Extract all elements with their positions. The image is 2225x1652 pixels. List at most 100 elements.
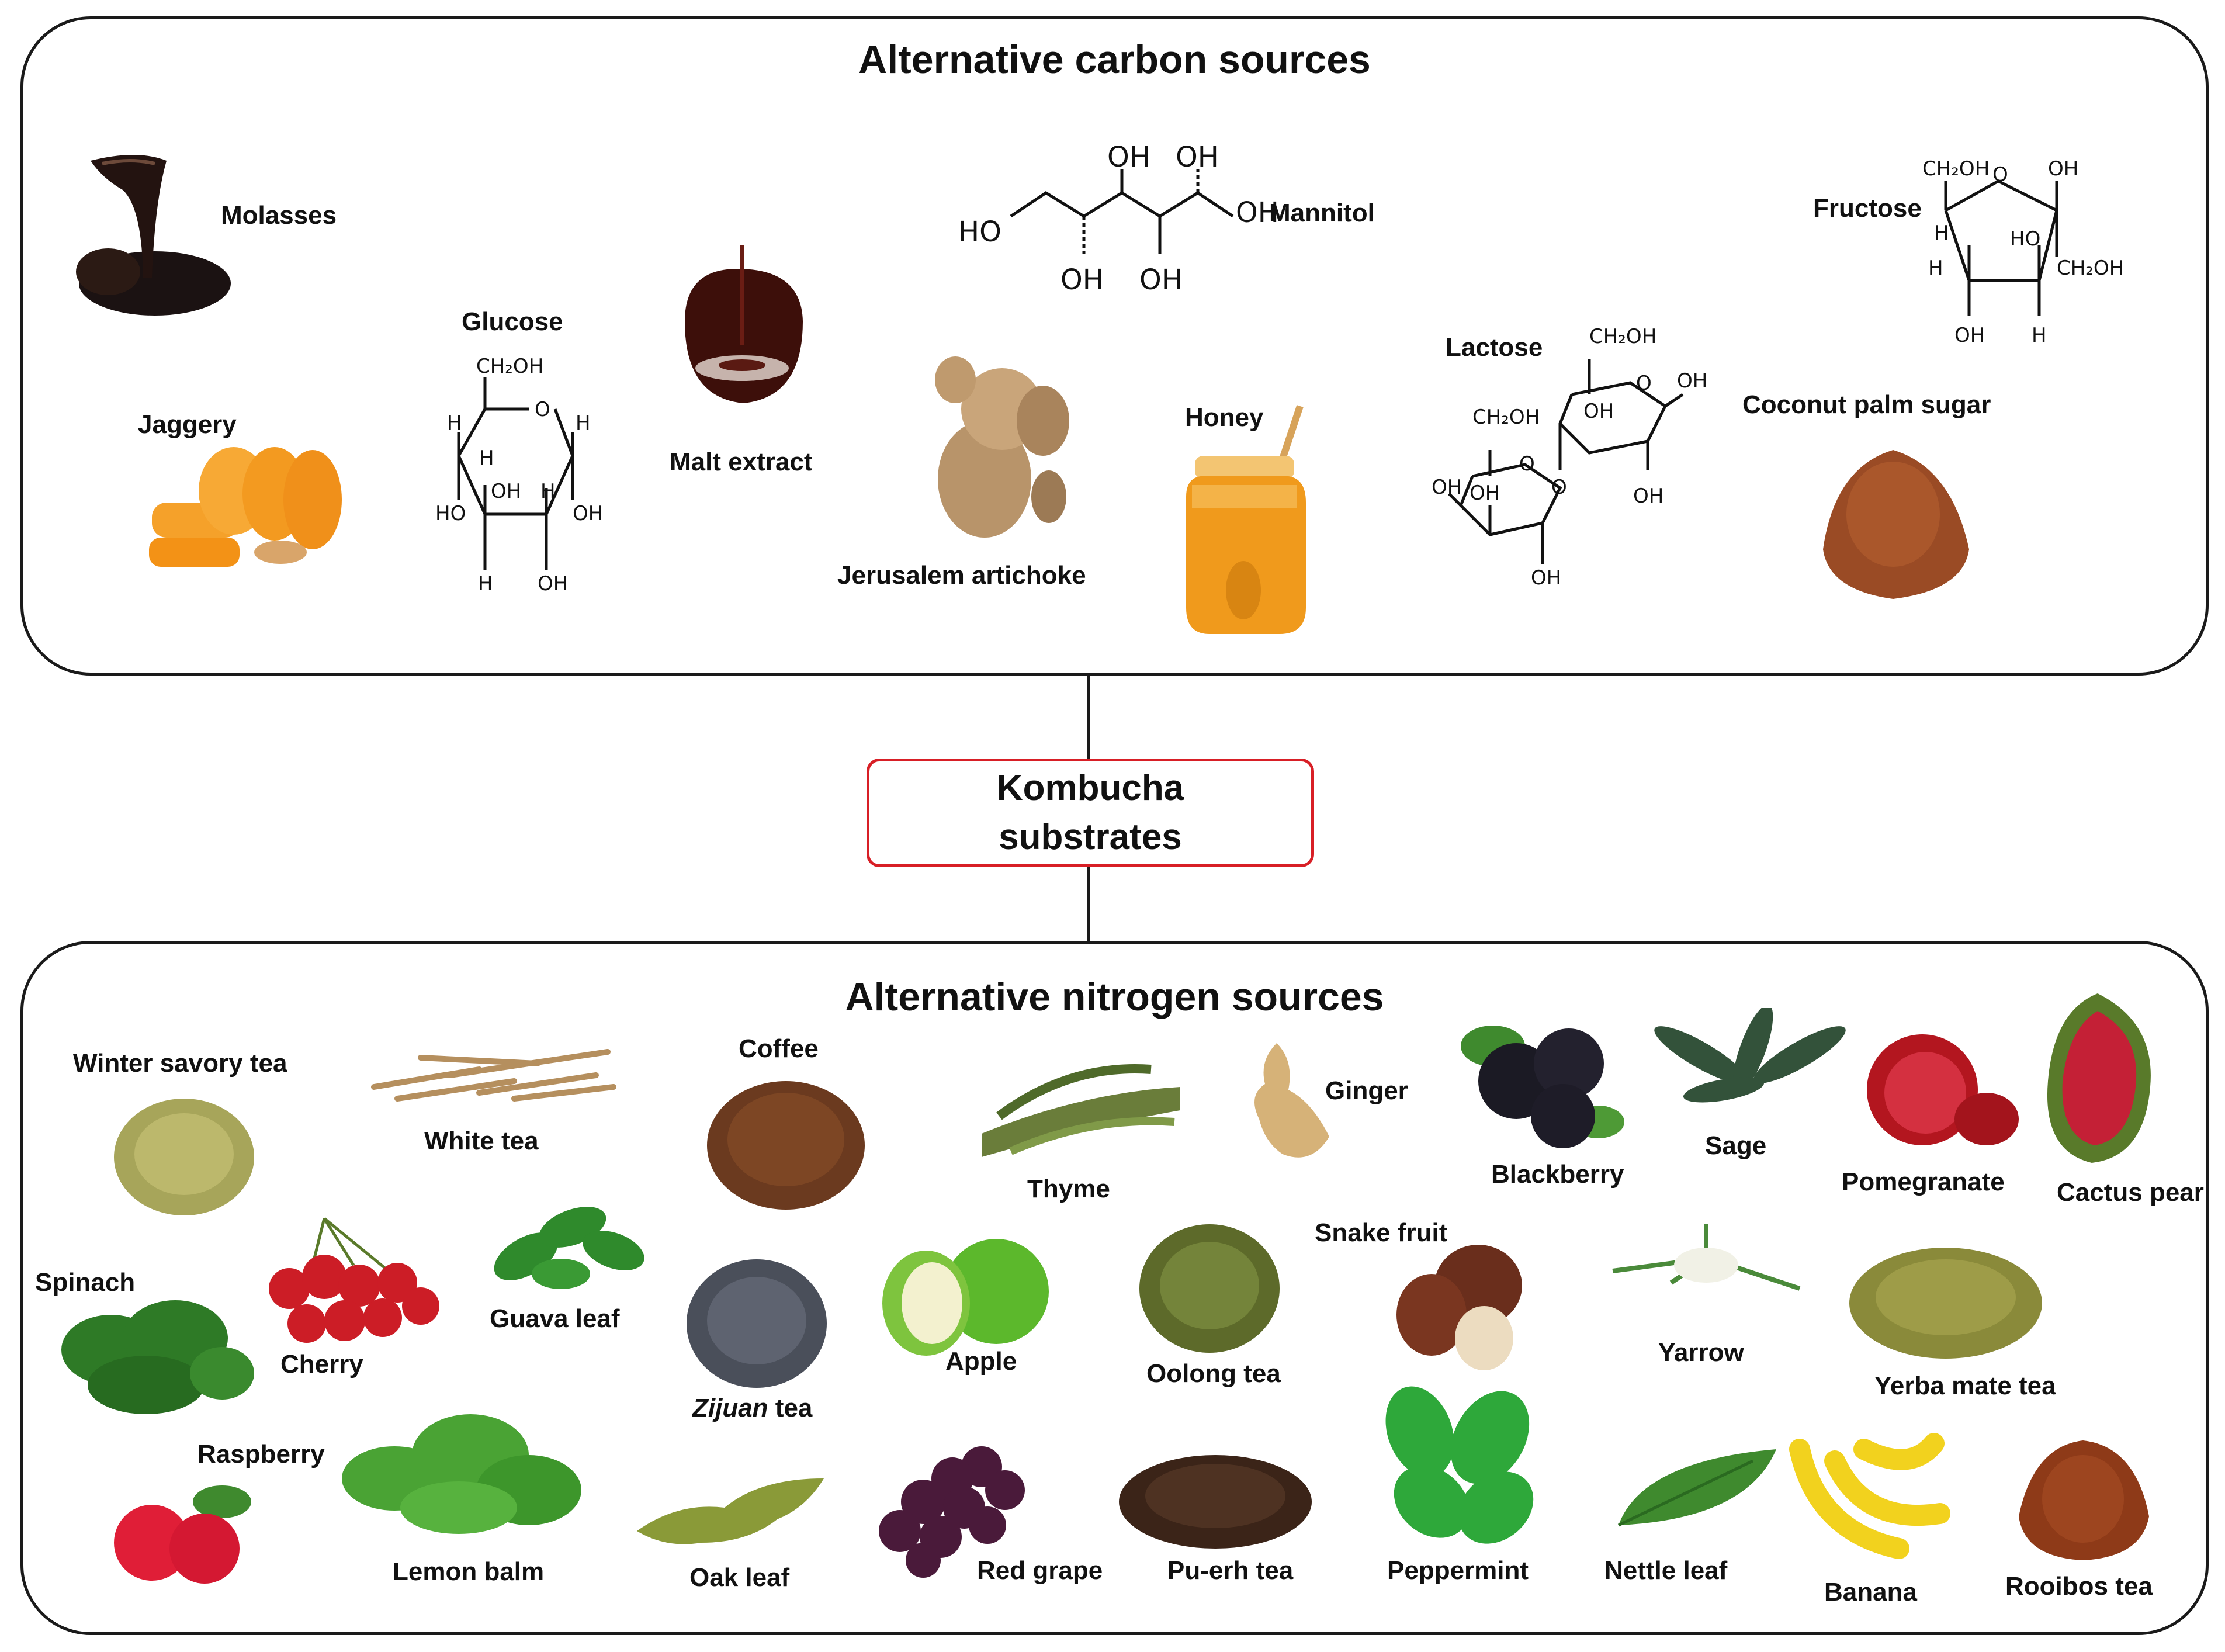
ginger-image — [1254, 1043, 1329, 1158]
apple-image — [882, 1239, 1049, 1356]
rooibos-tea-image — [2019, 1440, 2149, 1560]
glucose-h2: H — [479, 446, 494, 470]
fructose-oh1: OH — [2048, 157, 2078, 181]
lactose-oh3: OH — [1633, 484, 1663, 508]
fructose-ho: HO — [2010, 227, 2040, 251]
nettle-leaf-image — [1617, 1449, 1776, 1527]
guava-leaf-image — [494, 1207, 644, 1289]
label-glucose: Glucose — [462, 307, 563, 336]
label-oak-leaf: Oak leaf — [689, 1563, 790, 1592]
malt-extract-image — [685, 245, 803, 403]
molasses-image — [76, 155, 231, 316]
label-white-tea: White tea — [424, 1127, 539, 1155]
label-red-grape: Red grape — [977, 1556, 1103, 1585]
oak-leaf-image — [637, 1478, 824, 1544]
label-spinach: Spinach — [35, 1268, 136, 1297]
connector-bottom — [1087, 867, 1090, 941]
label-oolong-tea: Oolong tea — [1146, 1359, 1281, 1388]
label-lactose: Lactose — [1446, 333, 1543, 362]
glucose-ho: HO — [435, 502, 466, 525]
label-jerusalem-artichoke: Jerusalem artichoke — [837, 561, 1086, 590]
lactose-oh1: OH — [1677, 369, 1706, 393]
yarrow-image — [1612, 1224, 1801, 1291]
label-mannitol: Mannitol — [1269, 199, 1375, 227]
glucose-h3: H — [540, 480, 556, 503]
glucose-h4: H — [576, 411, 591, 435]
label-rooibos-tea: Rooibos tea — [2005, 1572, 2153, 1601]
pu-erh-tea-image — [1119, 1455, 1312, 1549]
mannitol-oh-bot1: OH — [1060, 264, 1104, 296]
label-nettle-leaf: Nettle leaf — [1604, 1556, 1728, 1585]
pomegranate-image — [1867, 1034, 2019, 1145]
label-peppermint: Peppermint — [1387, 1556, 1529, 1585]
thyme-image — [982, 1064, 1180, 1157]
lactose-oh6: OH — [1531, 566, 1561, 590]
sage-image — [1654, 1008, 1846, 1103]
label-pomegranate: Pomegranate — [1842, 1168, 2005, 1196]
jaggery-image — [149, 447, 342, 567]
peppermint-image — [1385, 1386, 1534, 1544]
spinach-image — [61, 1300, 254, 1414]
label-malt-extract: Malt extract — [670, 448, 813, 476]
lactose-o2: O — [1519, 452, 1535, 476]
glucose-oh1: OH — [491, 480, 521, 503]
mannitol-ho: HO — [958, 216, 1001, 248]
label-winter-savory-tea: Winter savory tea — [73, 1049, 287, 1078]
fructose-h1: H — [1934, 221, 1949, 245]
label-zijuan-tea: Zijuan tea — [692, 1394, 812, 1423]
glucose-h1: H — [447, 411, 462, 435]
label-coffee: Coffee — [739, 1034, 819, 1063]
mannitol-oh-top2: OH — [1176, 146, 1219, 174]
coffee-image — [707, 1081, 865, 1210]
connector-top — [1087, 676, 1090, 759]
label-coconut-palm-sugar: Coconut palm sugar — [1742, 390, 1991, 419]
label-sage: Sage — [1705, 1131, 1767, 1160]
snake-fruit-image — [1396, 1245, 1522, 1370]
raspberry-image — [114, 1485, 251, 1584]
glucose-h5: H — [478, 572, 493, 595]
cherry-image — [269, 1217, 439, 1343]
nitrogen-panel-title: Alternative nitrogen sources — [845, 975, 1384, 1019]
red-grape-image — [879, 1446, 1025, 1578]
center-line1: Kombucha — [996, 768, 1184, 809]
label-molasses: Molasses — [221, 201, 337, 230]
label-cherry: Cherry — [280, 1350, 363, 1379]
label-yarrow: Yarrow — [1658, 1338, 1744, 1367]
lactose-oh5: OH — [1470, 482, 1500, 505]
glucose-oh3: OH — [538, 572, 568, 595]
lactose-ch2oh-2: CH₂OH — [1472, 406, 1540, 429]
label-guava-leaf: Guava leaf — [490, 1304, 620, 1333]
lactose-o1: O — [1636, 372, 1652, 395]
glucose-oh2: OH — [573, 502, 603, 525]
lactose-oh2: OH — [1583, 400, 1614, 423]
kombucha-substrates-box: Kombucha substrates — [867, 759, 1314, 867]
fructose-h2: H — [1928, 257, 1943, 280]
mannitol-oh-end: OH — [1236, 196, 1279, 229]
lactose-structure: CH₂OH O OH OH OH O CH₂OH O OH OH OH — [1432, 325, 1706, 590]
winter-savory-tea-image — [114, 1099, 254, 1215]
white-tea-image — [371, 1049, 616, 1102]
glucose-ch2oh: CH₂OH — [476, 355, 543, 378]
label-raspberry: Raspberry — [197, 1440, 325, 1469]
label-pu-erh-tea: Pu-erh tea — [1167, 1556, 1294, 1585]
label-fructose: Fructose — [1813, 194, 1922, 223]
glucose-structure: CH₂OH O H H HO OH H H OH H OH — [435, 355, 603, 595]
zijuan-italic: Zijuan — [692, 1394, 768, 1422]
center-line2: substrates — [999, 817, 1182, 857]
mannitol-oh-top1: OH — [1107, 146, 1150, 174]
blackberry-image — [1461, 1026, 1624, 1148]
mannitol-oh-bot2: OH — [1139, 264, 1183, 296]
label-banana: Banana — [1824, 1578, 1917, 1606]
lemon-balm-image — [342, 1414, 581, 1534]
label-honey: Honey — [1185, 403, 1264, 432]
lactose-ch2oh-1: CH₂OH — [1589, 325, 1656, 348]
label-thyme: Thyme — [1027, 1175, 1110, 1203]
carbon-sources-panel: Alternative carbon sources — [20, 16, 2209, 676]
label-jaggery: Jaggery — [138, 410, 237, 439]
label-snake-fruit: Snake fruit — [1315, 1218, 1448, 1247]
label-blackberry: Blackberry — [1491, 1160, 1624, 1189]
coconut-palm-sugar-image — [1823, 450, 1969, 599]
fructose-oh2: OH — [1954, 324, 1985, 347]
fructose-h3: H — [2032, 324, 2047, 347]
glucose-o: O — [535, 398, 550, 421]
